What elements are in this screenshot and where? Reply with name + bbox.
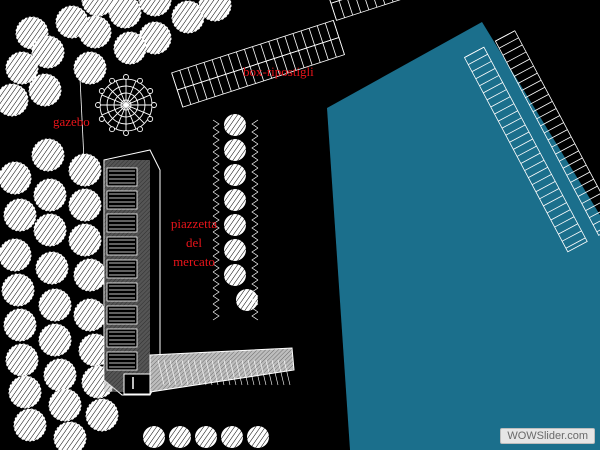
tree-icon — [221, 426, 243, 448]
tree-icon — [68, 188, 102, 222]
box-ripostigli-label: box-ripostigli — [243, 64, 314, 79]
tree-icon — [33, 213, 67, 247]
tree-icon — [224, 164, 246, 186]
tree-icon — [3, 198, 37, 232]
watermark-badge[interactable]: WOWSlider.com — [500, 428, 595, 444]
tree-icon — [138, 0, 172, 17]
tree-icon — [68, 153, 102, 187]
tree-icon — [195, 426, 217, 448]
tree-icon — [48, 388, 82, 422]
piazzetta-del-mercato-label: piazzetta del mercato — [161, 214, 227, 271]
tree-icon — [73, 298, 107, 332]
tree-icon — [35, 251, 69, 285]
tree-icon — [224, 239, 246, 261]
box-ripostigli-grid — [171, 0, 480, 108]
tree-icon — [0, 238, 32, 272]
water-basin — [327, 22, 600, 450]
tree-icon — [224, 139, 246, 161]
tree-icon — [31, 138, 65, 172]
gazebo-label: gazebo — [53, 114, 90, 129]
tree-icon — [247, 426, 269, 448]
tree-icon — [33, 178, 67, 212]
tree-icon — [3, 308, 37, 342]
piazzetta-line-1: piazzetta — [170, 216, 218, 231]
tree-icon — [0, 83, 29, 117]
tree-icon — [224, 264, 246, 286]
tree-icon — [1, 273, 35, 307]
tree-icon — [53, 421, 87, 450]
tree-icon — [113, 31, 147, 65]
tree-icon — [5, 343, 39, 377]
tree-icon — [68, 223, 102, 257]
piazzetta-line-3: mercato — [173, 254, 215, 269]
tree-icon — [169, 426, 191, 448]
paving-pattern — [212, 119, 259, 321]
tree-icon — [224, 189, 246, 211]
gazebo-structure — [95, 74, 157, 136]
tree-icon — [236, 289, 258, 311]
tree-icon — [73, 51, 107, 85]
trees-bottom-row — [143, 426, 269, 448]
tree-icon — [13, 408, 47, 442]
tree-icon — [143, 426, 165, 448]
tree-icon — [38, 288, 72, 322]
tree-icon — [73, 258, 107, 292]
tree-icon — [224, 214, 246, 236]
tree-icon — [28, 73, 62, 107]
tree-icon — [55, 5, 89, 39]
market-building — [103, 149, 295, 396]
parking-strip-right — [463, 30, 600, 253]
tree-icon — [31, 35, 65, 69]
tree-icon — [85, 398, 119, 432]
tree-icon — [38, 323, 72, 357]
tree-icon — [8, 375, 42, 409]
tree-icon — [0, 161, 32, 195]
tree-icon — [43, 358, 77, 392]
piazzetta-line-2: del — [186, 235, 202, 250]
tree-icon — [224, 114, 246, 136]
